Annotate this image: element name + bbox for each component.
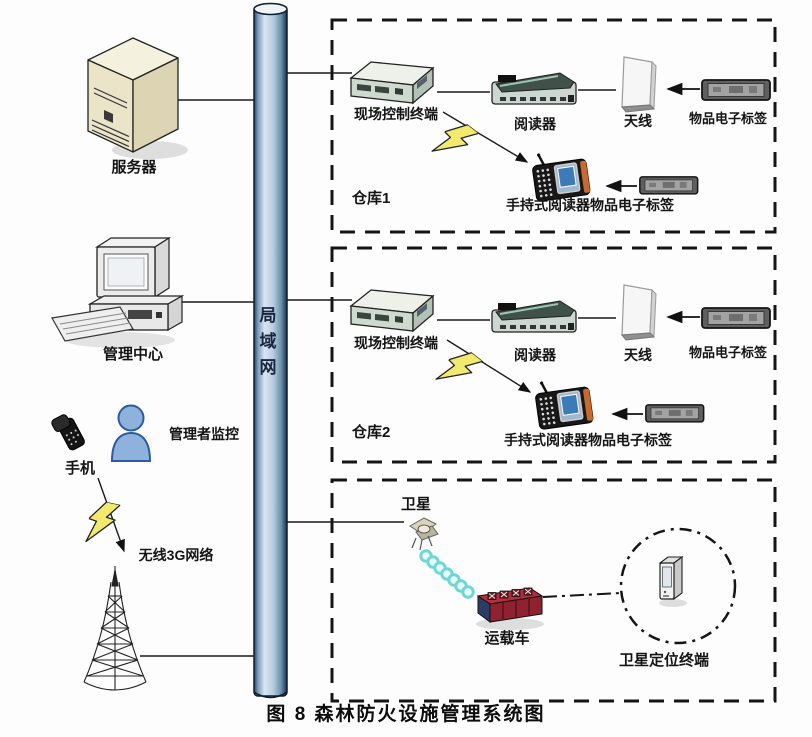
wireless-links: [84, 111, 532, 553]
reader-icon: [492, 301, 576, 332]
manager-person-icon: [110, 404, 152, 462]
gps-terminal-circle: [619, 527, 737, 645]
server-icon: [87, 37, 188, 159]
mobile-phone-icon: [51, 414, 85, 451]
figure-caption: 图 8 森林防火设施管理系统图: [266, 704, 546, 725]
handheld-reader-label-row: 手持式阅读器物品电子标签: [506, 197, 674, 213]
warehouse1-box: [330, 18, 777, 234]
warehouse1-zone-label: 仓库1: [352, 190, 391, 207]
reader-label: 阅读器: [514, 347, 556, 363]
vehicle-label: 运载车: [484, 630, 530, 647]
rfid-tag-icon: [702, 308, 770, 328]
wireless-line-2: [446, 339, 532, 393]
rfid-tag-icon: [640, 177, 698, 194]
reader-label: 阅读器: [514, 116, 556, 132]
management-center-label: 管理中心: [102, 346, 163, 363]
warehouse2-box: [330, 246, 777, 464]
field-control-terminal-icon: [351, 290, 433, 331]
handheld-reader-icon: [533, 375, 593, 430]
lightning-icon: [84, 499, 120, 547]
antenna-label: 天线: [624, 113, 652, 129]
server-label: 服务器: [111, 159, 157, 176]
handheld-tag-label: 物品电子标签: [588, 432, 672, 448]
arrow-links: [605, 82, 700, 421]
field-control-terminal-label: 现场控制终端: [354, 106, 438, 122]
radio-tower-icon: [83, 566, 147, 691]
rfid-tag-icon: [702, 80, 770, 100]
handheld-reader-label: 手持式阅读器: [506, 197, 590, 213]
wireless-3g-label: 无线3G网络: [138, 547, 214, 563]
field-control-terminal-label: 现场控制终端: [354, 335, 438, 351]
handheld-reader-icon: [530, 147, 590, 202]
antenna-label: 天线: [624, 347, 652, 363]
handheld-reader-label-row: 手持式阅读器物品电子标签: [504, 432, 672, 448]
manager-monitor-label: 管理者监控: [169, 426, 239, 442]
antenna-icon: [622, 285, 656, 340]
gps-terminal-label: 卫星定位终端: [618, 652, 709, 669]
satellite-zone-box: [330, 478, 777, 703]
management-computer-icon: [51, 236, 185, 348]
lightning-icon: [435, 344, 484, 395]
warehouse2-zone-label: 仓库2: [352, 424, 391, 441]
field-control-terminal-icon: [351, 62, 433, 103]
handheld-tag-label: 物品电子标签: [590, 197, 674, 213]
reader-icon: [492, 73, 576, 104]
gps-terminal-icon: [658, 555, 687, 607]
lightning-icon: [431, 116, 480, 167]
connection-lines: [140, 72, 616, 657]
link-vehicle-gps: [542, 592, 622, 598]
antenna-icon: [622, 57, 656, 112]
wireless-line-1: [442, 111, 529, 163]
rfid-tag-icon: [646, 405, 704, 422]
rfid-tag-label: 物品电子标签: [688, 111, 767, 126]
signal-chain-icon: [419, 549, 475, 599]
handheld-reader-label: 手持式阅读器: [504, 432, 588, 448]
rfid-tag-label: 物品电子标签: [688, 345, 767, 360]
wireless-line-3g: [97, 477, 125, 553]
mobile-phone-label: 手机: [64, 460, 95, 477]
transport-vehicle-icon: [476, 587, 544, 630]
satellite-label: 卫星: [400, 496, 431, 513]
lan-backbone-label: 局域网: [256, 306, 276, 384]
satellite-icon: [409, 517, 439, 551]
lan-backbone: [253, 2, 288, 699]
